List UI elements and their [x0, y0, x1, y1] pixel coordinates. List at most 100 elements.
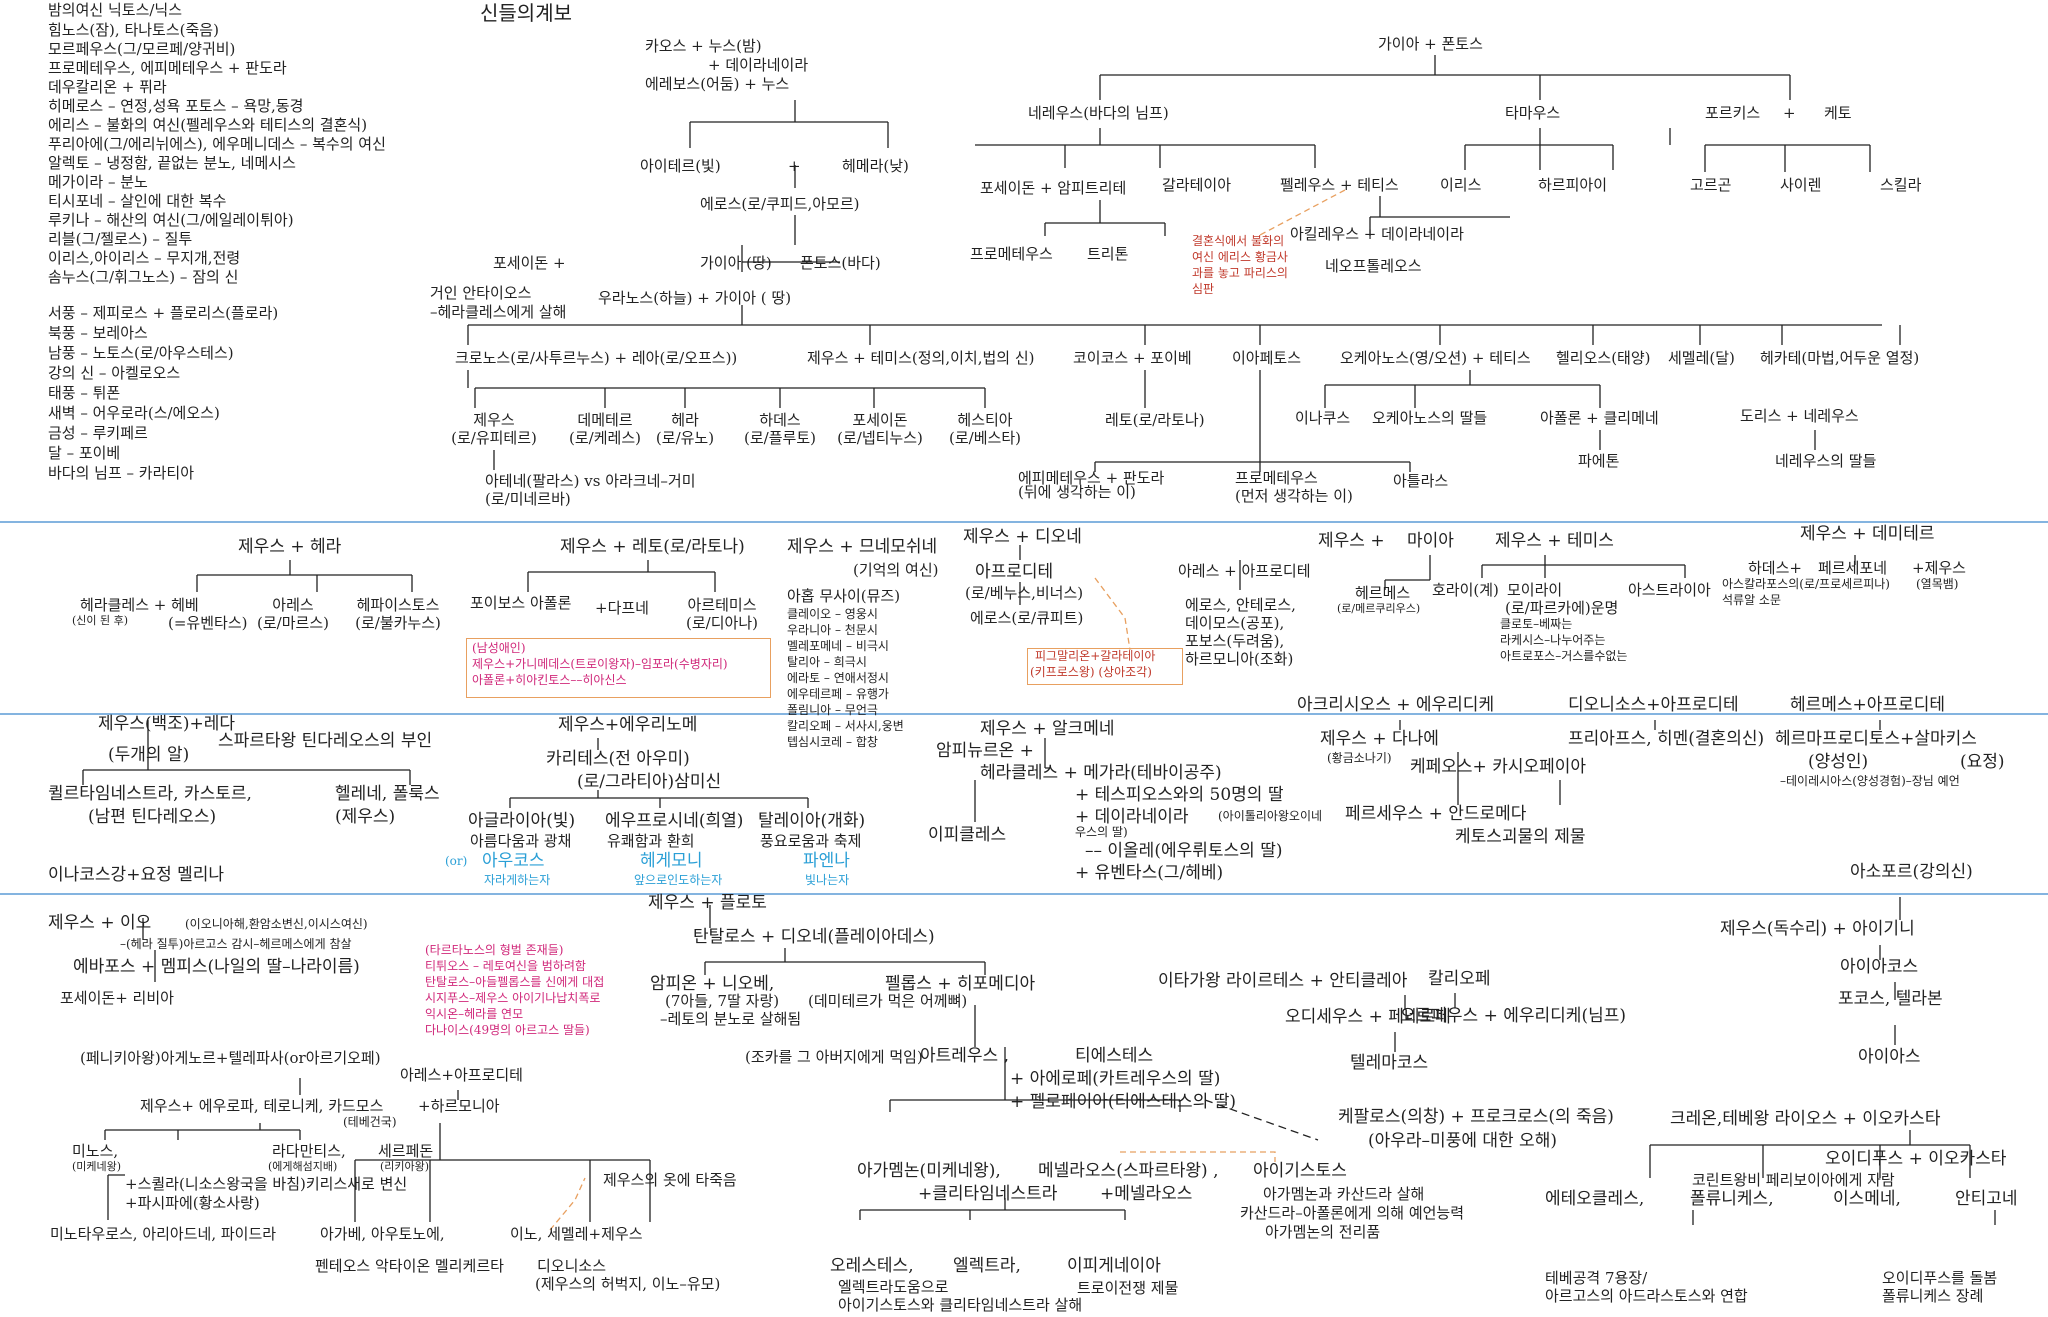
node-hestia: 헤스티아	[957, 411, 1013, 429]
node-keto: 케토	[1824, 104, 1852, 122]
node-gaia-pontos: 가이아 + 폰토스	[1378, 35, 1483, 53]
orestes-note: 엘렉트라도움으로	[838, 1278, 949, 1296]
node-poseidon-libya: 포세이돈+ 리비아	[60, 989, 174, 1007]
node-klytaim2: +클리타임네스트라	[918, 1184, 1058, 1204]
node-selene: 세멜레(달)	[1668, 349, 1735, 367]
pygmalion-box	[1027, 648, 1183, 685]
tartaros-line: 다나이스(49명의 아르고스 딸들)	[425, 1023, 590, 1037]
node-aphrodite: 아프로디테	[975, 562, 1054, 582]
node-auxo-note: 자라게하는자	[484, 873, 551, 887]
node-ares: 아레스	[272, 596, 314, 614]
node-iphigeneia: 이피게네이아	[1067, 1256, 1161, 1276]
muse-line: 텝심시코레 – 합창	[787, 735, 878, 749]
herakles-line: 헤라클레스 + 메가라(테바이공주)	[980, 763, 1222, 783]
note-line: 이리스,아이리스 – 무지개,전령	[48, 249, 241, 267]
node-zeus-maia: 제우스 +	[1318, 531, 1385, 551]
node-menelaos: 메넬라오스(스파르타왕) ,	[1038, 1161, 1219, 1181]
node-orestes: 오레스테스,	[830, 1256, 914, 1276]
node-elektra: 엘렉트라,	[953, 1256, 1021, 1276]
node-hermaphroditos: 헤르마프로디토스+살마키스	[1775, 729, 1977, 749]
node-horai: 호라이(계)	[1432, 581, 1499, 599]
node-hermes-aph: 헤르메스+아프로디테	[1790, 695, 1946, 715]
node-harmonia: +하르모니아	[418, 1097, 500, 1115]
note-line: 푸리아에(그/에리뉘에스), 에우메니데스 – 복수의 여신	[48, 135, 386, 153]
node-ouranos: 우라노스(하늘) + 가이아 ( 땅)	[598, 289, 792, 307]
node-hades-plus: 하데스+	[1748, 559, 1802, 577]
node-antaios: 거인 안타이오스	[430, 284, 532, 302]
eros-list: 하르모니아(조화)	[1185, 650, 1294, 668]
node-golden-rain: (황금소나기)	[1327, 751, 1392, 765]
node-rhadamanthys-note: (에게해섬지배)	[268, 1160, 338, 1173]
node-epimetheus-note: (뒤에 생각하는 이)	[1018, 483, 1136, 501]
note-line: 루키나 – 해산의 여신(그/에일레이튀아)	[48, 211, 294, 229]
node-kronos: 크로노스(로/사투르누스) + 레아(로/오프스))	[455, 349, 738, 367]
node-akrisios: 아크리시오스 + 에우리디케	[1297, 695, 1495, 715]
note-line: 리블(그/젤로스) – 질투	[48, 230, 193, 248]
node-thyestes: 티에스테스	[1075, 1046, 1154, 1066]
note-line: 태풍 – 튀폰	[48, 384, 121, 402]
tartaros-line: 익시온–헤라를 연모	[425, 1007, 524, 1021]
herakles-line: + 데이라네이라	[1075, 807, 1189, 827]
node-peleus: 펠레우스 + 테티스	[1280, 176, 1399, 194]
node-zeus-plus-note: (열목뱀)	[1916, 577, 1959, 591]
node-hephaistos-roman: (로/불카누스)	[355, 614, 441, 632]
node-poseidon2-roman: (로/넵티누스)	[837, 429, 923, 447]
node-thalia: 탈레이아(개화)	[758, 811, 866, 831]
node-asopos: 아소포르(강의신)	[1850, 862, 1973, 882]
node-leto: 레토(로/라토나)	[1105, 411, 1205, 429]
node-rhadamanthys: 라다만티스,	[272, 1142, 346, 1160]
note-line: 티시포네 – 살인에 대한 복수	[48, 192, 227, 210]
node-daphne: +다프네	[595, 599, 649, 617]
male-lovers-line: 제우스+가니메데스(트로이왕자)–임포라(수병자리)	[472, 657, 728, 671]
node-apollon-klymene: 아폴론 + 클리메네	[1540, 409, 1659, 427]
node-phaethon: 파에톤	[1578, 452, 1620, 470]
node-sarpedon-note: (리키아왕)	[380, 1160, 430, 1173]
node-galateia: 갈라테이아	[1162, 176, 1232, 194]
node-poseidon-amphitrite: 포세이돈 + 암피트리테	[980, 179, 1127, 197]
moira-line: 라케시스–나누어주는	[1500, 633, 1606, 647]
muse-line: 에우테르페 – 유행가	[787, 687, 889, 701]
node-kalliope: 칼리오페	[1428, 969, 1491, 989]
tartaros-line: 탄탈로스–아들펠롭스를 신에게 대접	[425, 975, 605, 989]
node-amphion: 암피온 + 니오베,	[650, 974, 775, 994]
node-polyneikes: 폴류니케스,	[1690, 1189, 1774, 1209]
tartaros-line: 티튀오스 – 레토여신을 범하려함	[425, 959, 586, 973]
node-egg: (두개의 알)	[108, 745, 190, 765]
note-line: 달 – 포이베	[48, 444, 121, 462]
node-nereides: 네레우스의 딸들	[1775, 452, 1877, 470]
node-zeus-mnemosyne: 제우스 + 므네모쉬네	[787, 537, 938, 557]
node-antaios-note: –헤라클레스에게 살해	[430, 303, 567, 321]
oidipous-note: 코린트왕비 페리보이아에게 자람	[1692, 1171, 1895, 1189]
node-agave: 아가베, 아우토노에,	[320, 1225, 445, 1243]
plus-sign: +	[788, 157, 801, 175]
deianeira-note: 우스의 딸)	[1075, 825, 1128, 839]
node-helene-note: (제우스)	[335, 807, 396, 827]
note-line: 금성 – 루키페르	[48, 424, 148, 442]
node-erebos: 에레보스(어둠) + 누스	[645, 75, 790, 93]
note-line: 바다의 님프 – 카라티아	[48, 464, 195, 482]
node-okeanides: 오케아노스의 딸들	[1372, 409, 1488, 427]
herakles-line: + 테스피오스와의 50명의 딸	[1075, 785, 1284, 805]
muse-line: 에라토 – 연애서정시	[787, 671, 889, 685]
node-eros2: 에로스(로/큐피트)	[970, 609, 1084, 627]
note-line: 서풍 – 제피로스 + 플로리스(플로라)	[48, 304, 279, 322]
teiresias-note: –테이레시아스(양성경험)–장님 예언	[1780, 774, 1960, 788]
node-hemera: 헤메라(낮)	[842, 157, 909, 175]
node-helene: 헬레네, 폴룩스	[335, 784, 440, 804]
node-aglaia: 아글라이아(빛)	[468, 811, 576, 831]
male-lovers-box	[466, 638, 771, 698]
node-chaos-2: + 데이라네이라	[708, 56, 809, 74]
node-aglaia-note: 아름다움과 광채	[470, 832, 572, 850]
node-astraia: 아스트라이아	[1628, 581, 1711, 599]
node-hebe-roman: (=유벤타스)	[168, 614, 248, 632]
node-pasiphae: +파시파에(황소사랑)	[125, 1194, 260, 1212]
node-siren: 사이렌	[1780, 176, 1822, 194]
node-artemis: 아르테미스	[687, 596, 757, 614]
node-perseus: 페르세우스 + 안드로메다	[1345, 804, 1527, 824]
node-epimetheus: 에피메테우스 + 판도라	[1018, 469, 1165, 487]
io-note-2: –(헤라 질투)아르고스 감시–헤르메스에게 참살	[120, 937, 352, 951]
node-ares-aphrodite: 아레스 + 아프로디테	[1178, 562, 1311, 580]
male-lovers-title: (남성애인)	[472, 641, 526, 655]
node-proteus: 프로메테우스	[970, 245, 1053, 263]
node-aither: 아이테르(빛)	[640, 157, 721, 175]
